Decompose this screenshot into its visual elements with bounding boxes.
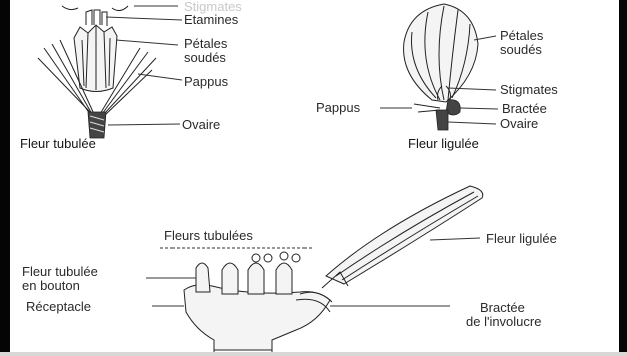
label-petales-soudes-ligulate-line2: soudés bbox=[500, 42, 542, 57]
label-fleur-tubulee-bouton-line1: Fleur tubulée bbox=[22, 264, 98, 279]
label-petales-soudes-ligulate-line1: Pétales bbox=[500, 28, 544, 43]
tubular-flower-illustration bbox=[38, 6, 156, 138]
label-stigmates-ligulate: Stigmates bbox=[500, 82, 558, 97]
label-receptacle: Réceptacle bbox=[26, 299, 91, 314]
tubular-leader-lines bbox=[106, 6, 182, 125]
label-petales-soudes-line2: soudés bbox=[184, 50, 226, 65]
label-pappus-ligulate: Pappus bbox=[316, 100, 361, 115]
caption-fleur-ligulee: Fleur ligulée bbox=[408, 136, 479, 151]
capitulum-illustration bbox=[184, 186, 483, 352]
ligulate-flower-illustration bbox=[404, 4, 478, 130]
label-ovaire-ligulate: Ovaire bbox=[500, 116, 538, 131]
caption-fleur-tubulee: Fleur tubulée bbox=[20, 136, 96, 151]
label-fleurs-tubulees: Fleurs tubulées bbox=[164, 228, 253, 243]
label-bractee-involucre-line2: de l'involucre bbox=[466, 314, 541, 329]
label-bractee-involucre-line1: Bractée bbox=[480, 300, 525, 315]
label-pappus-tubular: Pappus bbox=[184, 74, 229, 89]
label-bractee-ligulate: Bractée bbox=[502, 101, 547, 116]
label-fleur-ligulee-capitule: Fleur ligulée bbox=[486, 231, 557, 246]
label-etamines: Etamines bbox=[184, 12, 239, 27]
label-petales-soudes-line1: Pétales bbox=[184, 36, 228, 51]
label-ovaire-tubular: Ovaire bbox=[182, 117, 220, 132]
label-fleur-tubulee-bouton-line2: en bouton bbox=[22, 278, 80, 293]
